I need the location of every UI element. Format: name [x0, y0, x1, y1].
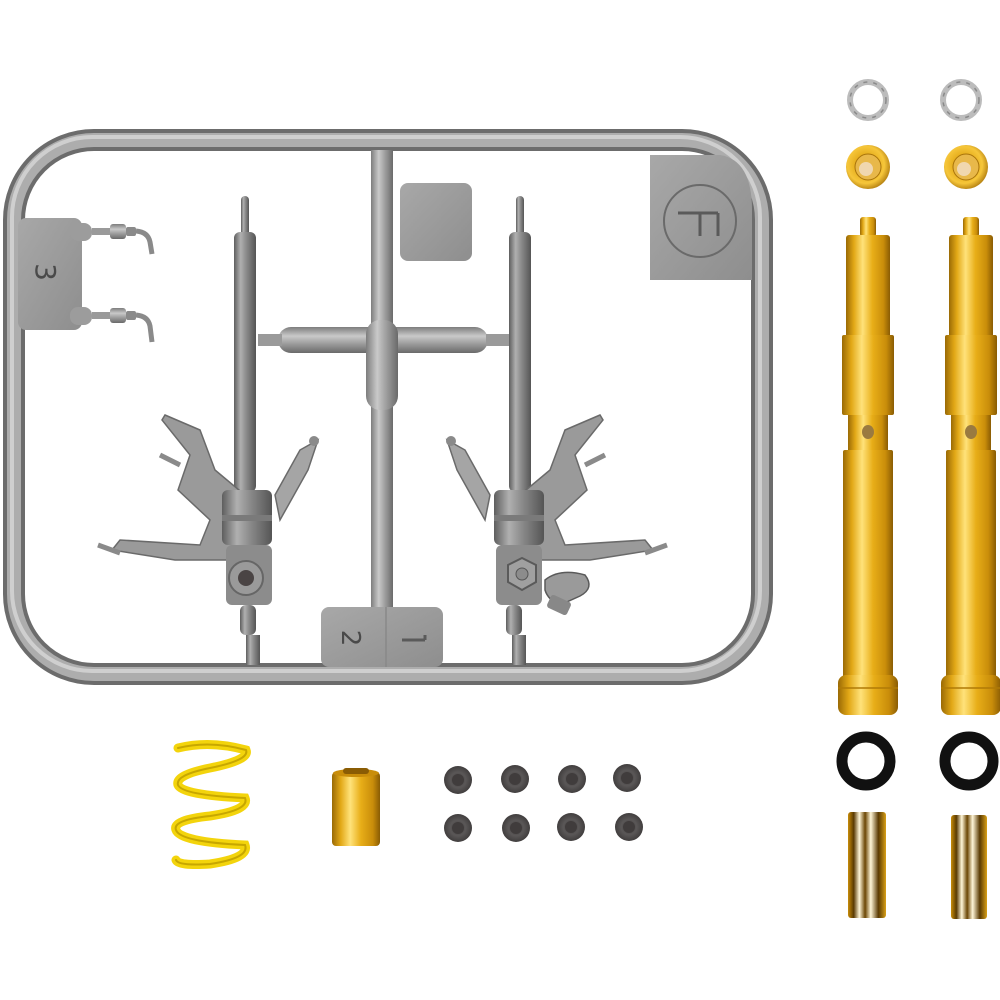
rubber-cap [558, 765, 586, 793]
gold-cap-left [846, 145, 890, 189]
right-fork-part [445, 196, 668, 665]
gold-fork-tube-right [941, 217, 1000, 715]
rubber-cap [501, 765, 529, 793]
right-fork-tube [509, 232, 531, 492]
letter-f-icon [678, 211, 720, 236]
left-fork-part [97, 196, 320, 665]
o-ring-left [836, 731, 896, 791]
rubber-caps-grid [444, 764, 643, 842]
svg-text:3: 3 [29, 263, 62, 281]
part-3-tab: 3 [18, 218, 92, 330]
rubber-cap [557, 813, 585, 841]
brake-fitting-lower [92, 308, 155, 343]
sprue-letter-tag [650, 155, 752, 280]
blank-tab [400, 183, 472, 261]
silver-ring-right [940, 79, 982, 121]
silver-ring-left [847, 79, 889, 121]
rubber-cap [615, 813, 643, 841]
brake-fitting-upper [92, 224, 155, 255]
rubber-cap [444, 814, 472, 842]
yellow-spring [171, 739, 251, 869]
part-1-2-tab: 2 [321, 607, 443, 667]
sprue-frame: 3 2 [3, 129, 773, 685]
gold-fork-tube-left [838, 217, 898, 715]
gold-collar [332, 768, 380, 846]
rubber-cap [613, 764, 641, 792]
svg-text:2: 2 [335, 630, 365, 647]
rubber-cap [444, 766, 472, 794]
gold-cap-right [944, 145, 988, 189]
left-fork-tube [234, 232, 256, 492]
rubber-cap [502, 814, 530, 842]
gold-sleeve-right [951, 815, 987, 919]
gold-sleeve-left [848, 812, 886, 918]
o-ring-right [939, 731, 999, 791]
